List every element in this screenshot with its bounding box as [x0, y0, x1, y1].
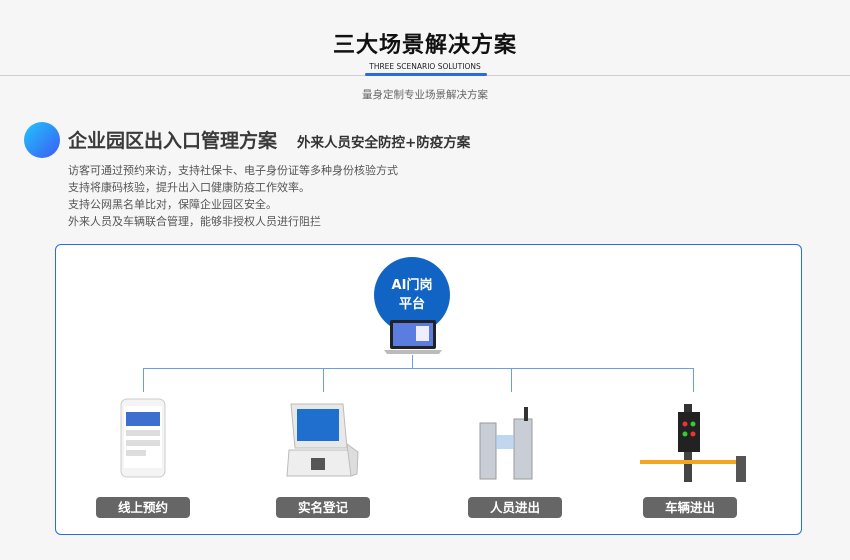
smartphone-icon: [120, 398, 166, 478]
description-line: 支持公网黑名单比对，保障企业园区安全。: [68, 198, 277, 211]
page-title: 三大场景解决方案: [332, 33, 517, 58]
node-label-online-booking: 线上预约: [96, 497, 190, 518]
title-underline: [365, 73, 487, 76]
section-bullet-icon: [24, 122, 60, 158]
laptop-icon: [384, 320, 442, 354]
connector-line: [511, 368, 512, 392]
node-label-vehicle-access: 车辆进出: [643, 497, 737, 518]
page-subtitle-en: THREE SCENARIO SOLUTIONS: [369, 62, 481, 71]
kiosk-icon: [286, 403, 359, 477]
connector-line: [143, 368, 694, 369]
connector-line: [143, 368, 144, 392]
connector-line: [412, 355, 413, 368]
section-title: 企业园区出入口管理方案: [68, 130, 278, 152]
description-line: 访客可通过预约来访，支持社保卡、电子身份证等多种身份核验方式: [68, 164, 398, 177]
tagline: 量身定制专业场景解决方案: [362, 89, 488, 101]
description-line: 支持将康码核验，提升出入口健康防疫工作效率。: [68, 181, 310, 194]
description-line: 外来人员及车辆联合管理，能够非授权人员进行阻拦: [68, 215, 321, 228]
turnstile-icon: [479, 407, 533, 480]
node-label-real-name-registration: 实名登记: [276, 497, 370, 518]
barrier-gate-icon: [640, 404, 746, 482]
platform-label: 平台: [398, 297, 425, 312]
connector-line: [323, 368, 324, 392]
node-label-personnel-access: 人员进出: [468, 497, 562, 518]
platform-label: AI门岗: [391, 278, 433, 293]
section-subtitle: 外来人员安全防控+防疫方案: [297, 135, 471, 151]
connector-line: [693, 368, 694, 392]
